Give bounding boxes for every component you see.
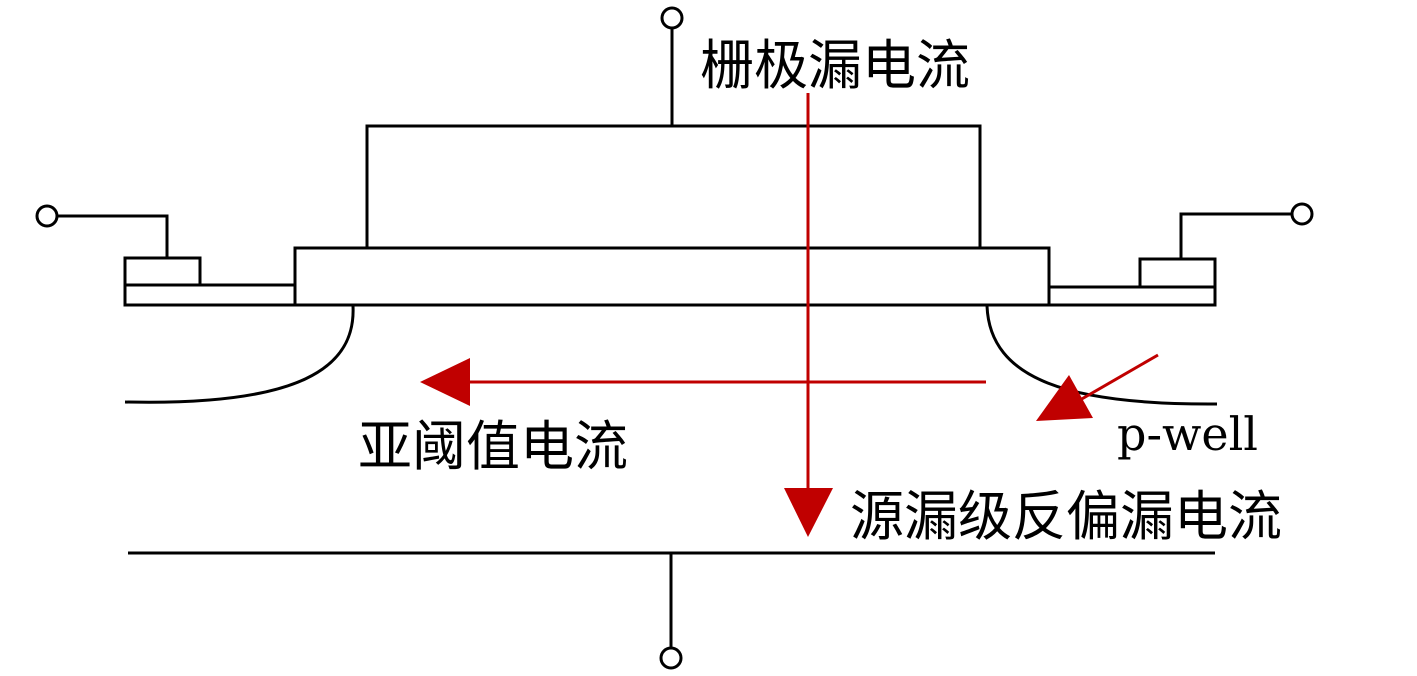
- source-contact: [35, 204, 297, 307]
- vertical-leakage-arrow: [784, 93, 833, 537]
- subthreshold-label: 亚阈值电流: [358, 415, 628, 478]
- substrate-terminal: [128, 551, 1215, 670]
- gate-terminal: [660, 6, 684, 126]
- pwell-label: p-well: [1117, 407, 1258, 461]
- drain-junction-curve: [985, 305, 1218, 406]
- gate-electrode: [365, 124, 982, 250]
- drain-contact: [1047, 202, 1314, 307]
- gate-leakage-label: 栅极漏电流: [700, 34, 970, 97]
- pwell-pointer-arrow: [1036, 353, 1159, 421]
- subthreshold-arrow: [420, 358, 986, 406]
- gate-oxide: [293, 246, 1051, 307]
- junction-leakage-label: 源漏级反偏漏电流: [850, 485, 1282, 548]
- source-junction-curve: [124, 305, 355, 404]
